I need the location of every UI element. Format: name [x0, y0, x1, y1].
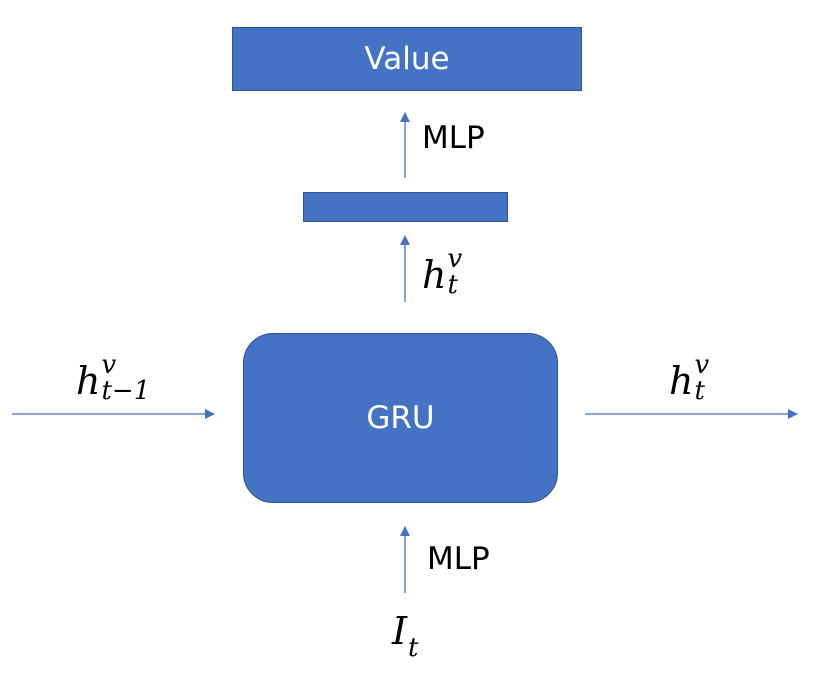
value-box: Value: [232, 27, 582, 91]
gru-box: GRU: [243, 333, 558, 503]
value-box-label: Value: [364, 41, 450, 77]
gru-box-label: GRU: [366, 400, 435, 436]
hidden-state-bar: [303, 192, 508, 222]
mlp-top-label: MLP: [422, 120, 485, 156]
input-label: It: [392, 609, 419, 663]
mlp-bottom-label: MLP: [427, 541, 490, 577]
